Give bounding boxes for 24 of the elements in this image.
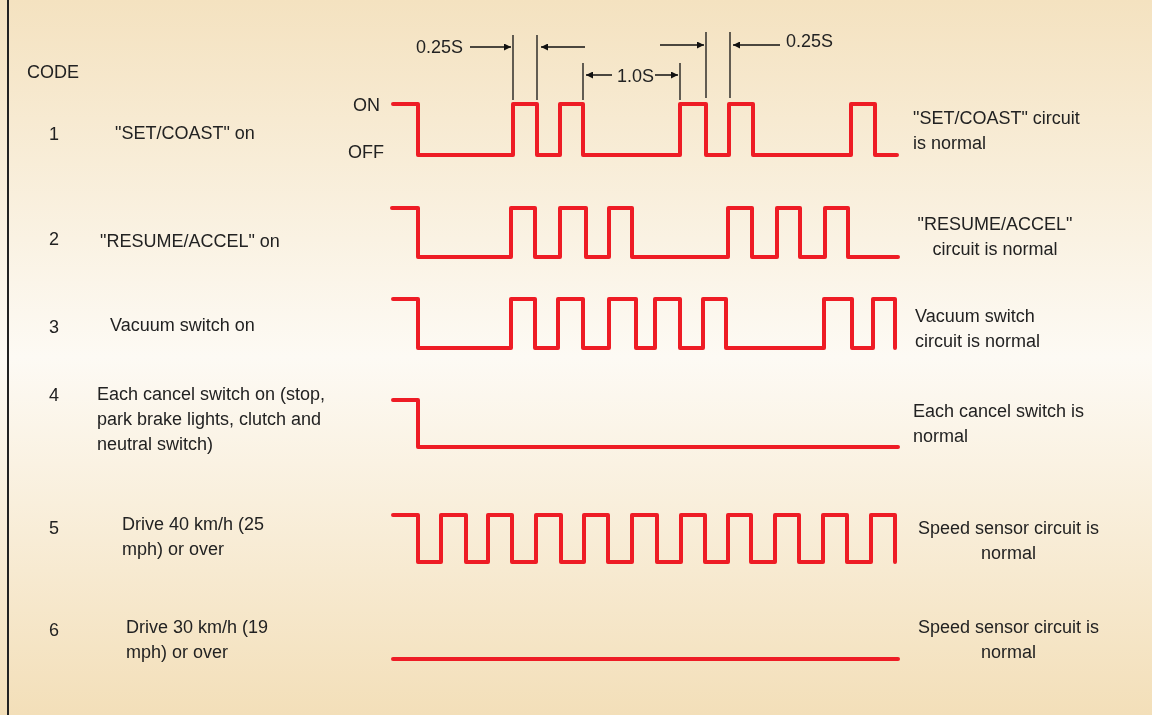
status-label: Each cancel switch is normal: [913, 400, 1086, 448]
condition-label: "SET/COAST" on: [115, 122, 256, 145]
time-label: 0.25S: [416, 36, 465, 59]
time-label: 0.25S: [786, 30, 835, 53]
condition-label: "RESUME/ACCEL" on: [100, 230, 281, 253]
code-number: 2: [49, 228, 60, 251]
condition-label: Each cancel switch on (stop, park brake lights, clutch and neutral switch): [97, 383, 327, 456]
code-number: 3: [49, 316, 60, 339]
status-label: "SET/COAST" circuit is normal: [913, 107, 1081, 155]
code-number: 4: [49, 384, 60, 407]
condition-label: Drive 30 km/h (19 mph) or over: [126, 616, 270, 664]
condition-label: Vacuum switch on: [110, 314, 256, 337]
column-header: CODE: [27, 61, 80, 84]
status-label: "RESUME/ACCEL" circuit is normal: [916, 213, 1074, 261]
level-label: ON: [353, 94, 381, 117]
status-label: Speed sensor circuit is normal: [916, 517, 1101, 565]
time-label: 1.0S: [617, 65, 656, 88]
status-label: Speed sensor circuit is normal: [916, 616, 1101, 664]
code-number: 6: [49, 619, 60, 642]
code-number: 5: [49, 517, 60, 540]
code-number: 1: [49, 123, 60, 146]
level-label: OFF: [348, 141, 385, 164]
status-label: Vacuum switch circuit is normal: [915, 305, 1042, 353]
condition-label: Drive 40 km/h (25 mph) or over: [122, 513, 266, 561]
